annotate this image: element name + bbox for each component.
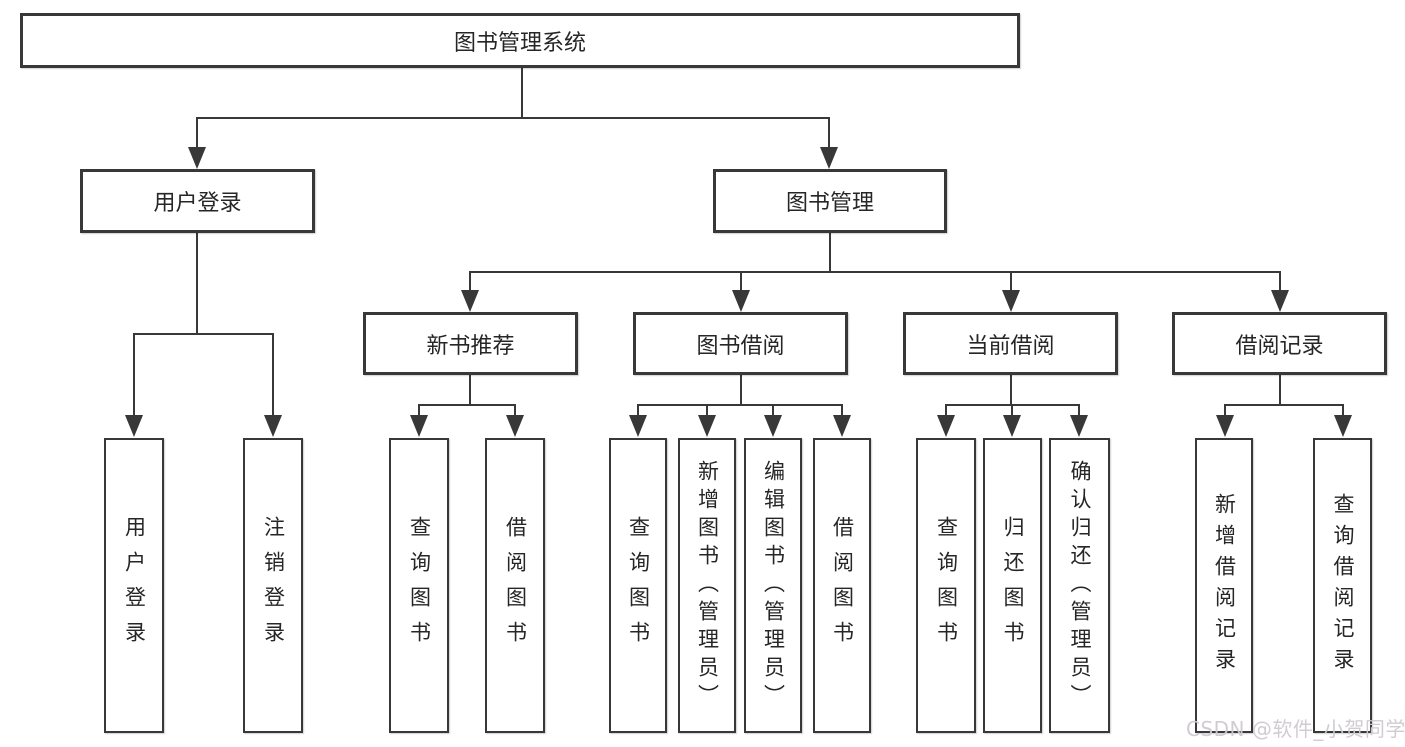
node-label: 编辑图书（管理员） [761, 459, 786, 712]
connector-drop-book-mgmt [828, 117, 830, 150]
arrowhead-down-icon [1002, 290, 1020, 312]
connector-g3-drop1 [945, 404, 947, 417]
node-label: 新增图书（管理员） [695, 459, 720, 712]
arrowhead-down-icon [188, 147, 206, 169]
node-current-borrow: 当前借阅 [903, 312, 1118, 375]
arrowhead-down-icon [506, 415, 524, 437]
leaf-edit-books-admin: 编辑图书（管理员） [744, 438, 802, 733]
node-label: 图书借阅 [696, 333, 785, 359]
connector-drop-leaf-login [133, 333, 135, 417]
connector-bookmgmt-rail [469, 271, 1281, 273]
csdn-watermark: CSDN @软件_小贺同学 [1186, 717, 1405, 741]
connector-g4-stem [1279, 375, 1281, 406]
connector-root-rail [196, 117, 830, 119]
arrowhead-down-icon [1070, 415, 1088, 437]
arrowhead-down-icon [461, 290, 479, 312]
arrowhead-down-icon [1216, 415, 1234, 437]
connector-g4-rail [1224, 404, 1344, 406]
node-user-login: 用户登录 [80, 169, 315, 233]
arrowhead-down-icon [264, 415, 282, 437]
arrowhead-down-icon [698, 415, 716, 437]
node-label: 新增借阅记录 [1212, 492, 1237, 679]
connector-g1-rail [418, 404, 516, 406]
connector-drop-leaf-logout [272, 333, 274, 417]
node-label: 新书推荐 [426, 333, 515, 359]
node-new-book-recommend: 新书推荐 [363, 312, 578, 375]
connector-userlogin-stem [196, 233, 198, 334]
connector-g3-drop3 [1078, 404, 1080, 417]
leaf-confirm-return-admin: 确认归还（管理员） [1049, 438, 1110, 733]
node-label: 借阅图书 [503, 515, 528, 656]
connector-g1-stem [469, 375, 471, 406]
connector-g2-drop4 [841, 404, 843, 417]
arrowhead-down-icon [125, 415, 143, 437]
node-label: 当前借阅 [966, 333, 1055, 359]
connector-g3-drop2 [1011, 404, 1013, 417]
node-label: 查询图书 [626, 515, 651, 656]
leaf-query-borrow-record: 查询借阅记录 [1313, 438, 1372, 733]
leaf-user-login: 用户登录 [104, 438, 164, 733]
arrowhead-down-icon [937, 415, 955, 437]
node-label: 查询图书 [934, 515, 959, 656]
node-label: 借阅图书 [830, 515, 855, 656]
connector-g2-stem [740, 375, 742, 406]
node-label: 查询图书 [407, 515, 432, 656]
connector-drop-newbook [469, 271, 471, 292]
node-library-system: 图书管理系统 [20, 13, 1020, 68]
connector-bookmgmt-stem [829, 233, 831, 272]
arrowhead-down-icon [629, 415, 647, 437]
connector-g1-drop1 [418, 404, 420, 417]
node-book-borrow: 图书借阅 [633, 312, 848, 375]
arrowhead-down-icon [833, 415, 851, 437]
node-borrow-records: 借阅记录 [1172, 312, 1387, 375]
connector-root-stem [521, 68, 523, 118]
arrowhead-down-icon [410, 415, 428, 437]
connector-g4-drop1 [1224, 404, 1226, 417]
connector-drop-borrow [740, 271, 742, 292]
leaf-add-borrow-record: 新增借阅记录 [1195, 438, 1253, 733]
connector-userlogin-rail [133, 333, 273, 335]
arrowhead-down-icon [1003, 415, 1021, 437]
leaf-logout: 注销登录 [243, 438, 303, 733]
connector-drop-current [1010, 271, 1012, 292]
node-label: 借阅记录 [1235, 333, 1324, 359]
connector-drop-user-login [196, 117, 198, 150]
node-label: 图书管理 [785, 191, 874, 216]
arrowhead-down-icon [764, 415, 782, 437]
connector-g2-drop3 [772, 404, 774, 417]
node-label: 注销登录 [261, 515, 286, 656]
node-label: 归还图书 [1001, 515, 1025, 656]
leaf-return-books: 归还图书 [983, 438, 1042, 733]
leaf-borrow-books: 借阅图书 [813, 438, 871, 733]
node-label: 确认归还（管理员） [1068, 459, 1092, 712]
leaf-query-books-borrow: 查询图书 [609, 438, 667, 733]
connector-g2-rail [637, 404, 843, 406]
node-label: 查询借阅记录 [1331, 492, 1355, 679]
connector-g1-drop2 [514, 404, 516, 417]
node-label: 用户登录 [122, 515, 147, 656]
arrowhead-down-icon [1334, 415, 1352, 437]
arrowhead-down-icon [732, 290, 750, 312]
connector-g2-drop2 [706, 404, 708, 417]
leaf-query-books-current: 查询图书 [916, 438, 976, 733]
connector-drop-records [1279, 271, 1281, 292]
node-label: 用户登录 [153, 191, 242, 216]
connector-g2-drop1 [637, 404, 639, 417]
leaf-add-books-admin: 新增图书（管理员） [678, 438, 736, 733]
node-label: 图书管理系统 [453, 30, 586, 56]
arrowhead-down-icon [820, 147, 838, 169]
leaf-borrow-books-recommend: 借阅图书 [485, 438, 545, 733]
leaf-query-books-recommend: 查询图书 [389, 438, 449, 733]
arrowhead-down-icon [1271, 290, 1289, 312]
node-book-management: 图书管理 [713, 169, 947, 233]
connector-g3-stem [1010, 375, 1012, 406]
connector-g4-drop2 [1342, 404, 1344, 417]
